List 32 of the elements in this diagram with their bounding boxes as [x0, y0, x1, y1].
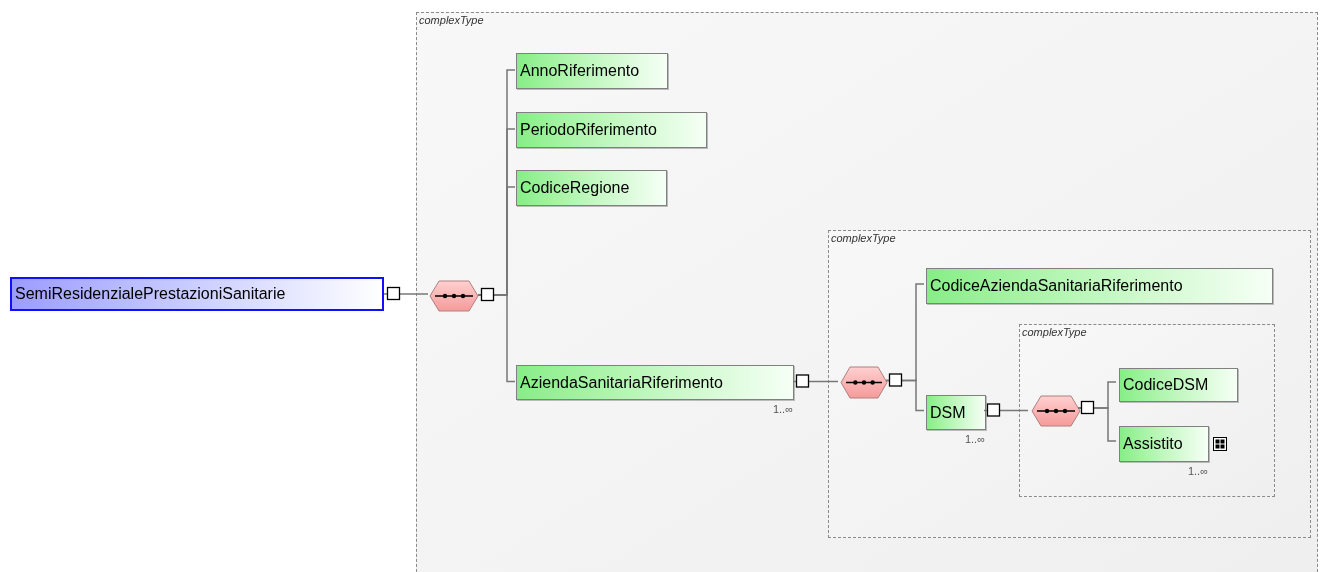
complex-type-group	[1019, 324, 1275, 497]
element-name: AziendaSanitariaRiferimento	[520, 372, 723, 393]
element-name: Assistito	[1123, 434, 1183, 454]
sequence-hexagon	[840, 366, 888, 399]
element-name: CodiceAziendaSanitariaRiferimento	[930, 276, 1183, 296]
cardinality-label: 1..∞	[964, 434, 985, 445]
connector-line	[383, 293, 429, 295]
connector-line	[792, 380, 839, 383]
complex-type-group	[828, 230, 1311, 538]
element-box	[1119, 368, 1238, 402]
sequence-hexagon	[429, 280, 479, 312]
sequence-hexagon	[1031, 395, 1081, 427]
element-name: AnnoRiferimento	[520, 61, 640, 81]
root-element-box	[10, 277, 384, 311]
element-box	[516, 112, 707, 148]
element-box	[516, 53, 668, 89]
connector-line	[983, 409, 1029, 412]
cardinality-label: 1..∞	[1187, 466, 1208, 477]
element-box	[516, 170, 667, 206]
element-name: SemiResidenzialePrestazioniSanitarie	[15, 284, 286, 304]
group-label: complexType	[419, 13, 484, 27]
connector-line	[885, 379, 925, 412]
element-box	[926, 268, 1273, 304]
element-name: PeriodoRiferimento	[520, 120, 657, 140]
element-name: CodiceDSM	[1123, 375, 1209, 395]
cardinality-label: 1..∞	[772, 404, 793, 415]
connector-line	[1077, 407, 1117, 442]
group-label: complexType	[1022, 325, 1087, 339]
element-name: DSM	[930, 402, 966, 423]
group-label: complexType	[831, 231, 896, 245]
element-name: CodiceRegione	[520, 178, 630, 198]
complex-type-group	[416, 12, 1318, 572]
